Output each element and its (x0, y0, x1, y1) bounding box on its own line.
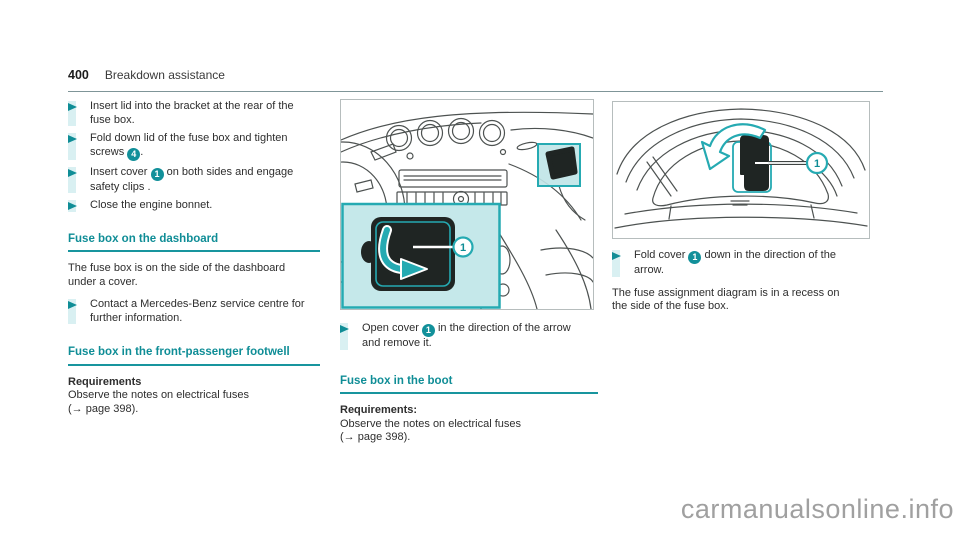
boot-illustration: 1 (612, 101, 870, 239)
bullet-triangle-icon (612, 252, 621, 260)
bullet-close-bonnet: Close the engine bonnet. (68, 199, 320, 213)
fold-arrow-icon (700, 123, 767, 171)
bullet-text: down in the direction of the arrow. (634, 249, 836, 276)
boot-illustration-svg: 1 (614, 108, 868, 229)
bullet-fold-cover: Fold cover 1 down in the direction of th… (612, 249, 870, 278)
callout-badge-4: 4 (127, 147, 141, 161)
dashboard-illustration-svg: 1 (280, 111, 594, 310)
bullet-text: . (140, 145, 144, 158)
left-column: Insert lid into the bracket at the rear … (68, 100, 320, 416)
callout-badge-1 (805, 151, 829, 175)
fuse-diagram-note: The fuse assignment diagram is in a rece… (612, 286, 840, 313)
bullet-open-cover: Open cover 1 in the direction of the arr… (340, 322, 598, 351)
bullet-text: Contact a Mercedes-Benz service centre f… (90, 298, 305, 324)
bullet-strip (340, 323, 348, 350)
bullet-strip (68, 299, 76, 324)
bullet-triangle-icon (68, 202, 77, 210)
inset-panel: 1 (341, 202, 501, 309)
fuse-box-cover (740, 135, 769, 191)
bullet-insert-cover: Insert cover 1 on both sides and engage … (68, 166, 320, 195)
bullet-strip (612, 250, 620, 277)
section-heading-boot: Fuse box in the boot (340, 375, 598, 394)
bullet-fold-lid: Fold down lid of the fuse box and tighte… (68, 132, 320, 161)
right-column: 1 Fold cover 1 down in the direction of … (612, 101, 870, 323)
bullet-insert-lid: Insert lid into the bracket at the rear … (68, 100, 320, 127)
bullet-contact-service: Contact a Mercedes-Benz service centre f… (68, 298, 320, 325)
requirements-label: Requirements: (340, 404, 418, 416)
bullet-text: on both sides and engage safety clips . (90, 165, 294, 193)
cover-shape (545, 146, 578, 180)
bullet-text: in the direction of the arrow and remove… (362, 322, 571, 349)
bullet-text: Insert cover (90, 165, 151, 178)
bullet-text: Fold cover (634, 249, 689, 261)
bullet-strip (68, 166, 76, 193)
section-heading-dashboard: Fuse box on the dashboard (68, 233, 320, 252)
requirements-text: Observe the notes on electrical fuses (→… (68, 389, 249, 415)
bullet-triangle-icon (68, 301, 77, 309)
callout-badge-1 (452, 236, 474, 258)
watermark: carmanualsonline.info (680, 494, 954, 524)
callout-badge-1: 1 (421, 324, 435, 337)
dashboard-illustration: 1 (280, 99, 594, 310)
bullet-text: Insert lid into the bracket at the rear … (90, 100, 294, 126)
bullet-strip (68, 133, 76, 160)
bullet-text: Open cover (362, 322, 422, 334)
callout-badge-1: 1 (150, 167, 164, 181)
requirements-text: Observe the notes on electrical fuses (→… (340, 417, 521, 444)
bullet-text: Fold down lid of the fuse box and tighte… (90, 132, 288, 158)
chapter-title: Breakdown assistance (104, 68, 225, 82)
fuse-box-cover (371, 217, 455, 291)
dashboard-body-text: The fuse box is on the side of the dashb… (68, 262, 286, 288)
middle-column: 1 Open cover 1 in the direction of the a… (280, 99, 598, 445)
page-header: 400 Breakdown assistance (68, 66, 883, 92)
section-heading-footwell: Fuse box in the front-passenger footwell (68, 346, 320, 366)
callout-badge-1: 1 (688, 251, 702, 264)
callout-badge-number: 1 (814, 158, 820, 170)
page-number: 400 (68, 68, 89, 82)
bullet-triangle-icon (340, 325, 349, 333)
bullet-triangle-icon (68, 168, 77, 177)
callout-badge-number: 1 (460, 242, 466, 254)
bullet-triangle-icon (68, 103, 77, 111)
requirements-label: Requirements (68, 375, 142, 388)
bullet-text: Close the engine bonnet. (90, 199, 213, 211)
bullet-triangle-icon (68, 135, 77, 143)
bullet-strip (68, 101, 76, 126)
open-arrow-icon (378, 225, 428, 280)
